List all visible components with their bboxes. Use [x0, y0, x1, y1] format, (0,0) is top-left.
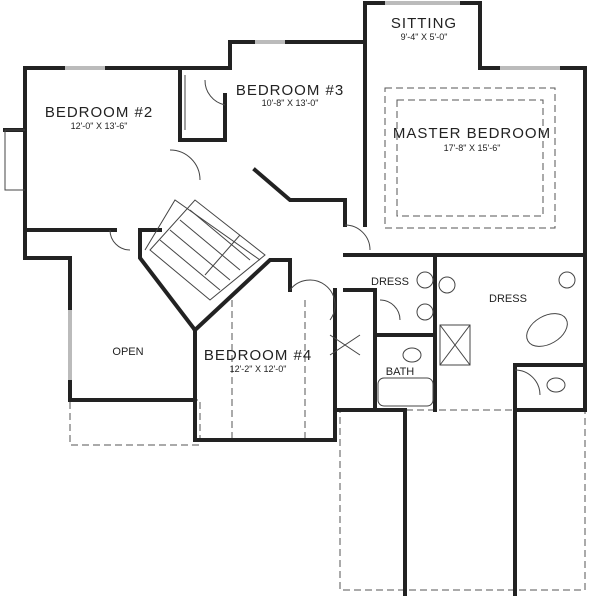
room-dims-bedroom-2: 12'-0" X 13'-6" [71, 121, 128, 131]
room-label-sitting: SITTING [391, 15, 457, 32]
room-label-bedroom-4: BEDROOM #4 [204, 347, 312, 364]
room-dims-master-bedroom: 17'-8" X 15'-6" [444, 143, 501, 153]
room-label-bedroom-3: BEDROOM #3 [236, 82, 344, 99]
room-dims-bedroom-3: 10'-8" X 13'-0" [262, 98, 319, 108]
room-label-open: OPEN [112, 346, 143, 358]
stairs [149, 199, 266, 301]
room-dims-bedroom-4: 12'-2" X 12'-0" [230, 364, 287, 374]
room-label-dress-master: DRESS [489, 293, 527, 305]
room-dims-sitting: 9'-4" X 5'-0" [401, 32, 448, 42]
dashed-outlines [69, 87, 586, 591]
room-label-bedroom-2: BEDROOM #2 [45, 104, 153, 121]
room-label-master-bedroom: MASTER BEDROOM [393, 125, 551, 142]
fixtures [377, 271, 576, 407]
walls [3, 1, 587, 596]
windows [65, 1, 560, 380]
room-label-dress: DRESS [371, 276, 409, 288]
doors [109, 79, 541, 396]
room-label-bath: BATH [386, 366, 415, 378]
